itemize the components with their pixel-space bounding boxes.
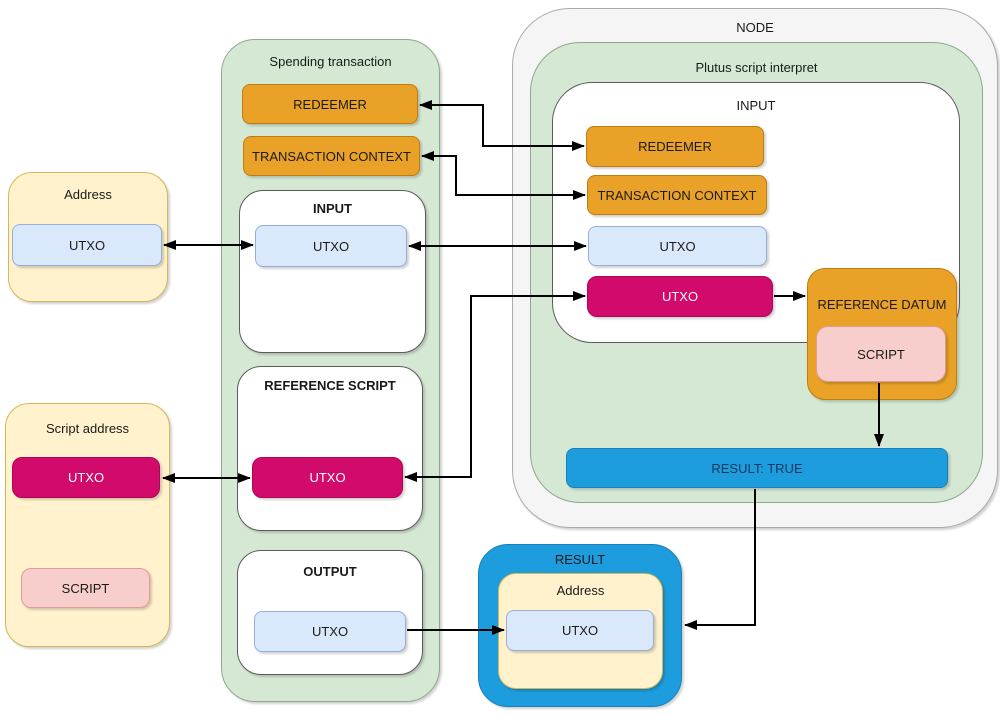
node-transaction-context-label: TRANSACTION CONTEXT (597, 187, 757, 203)
node-wallet-utxo-box: UTXO (588, 226, 767, 266)
result-address-utxo-box: UTXO (506, 610, 654, 651)
result-address-utxo-label: UTXO (561, 623, 599, 638)
spending-reference-script-utxo-box: UTXO (252, 457, 403, 498)
result-true-bar: RESULT: TRUE (566, 448, 948, 488)
spending-reference-script-container: REFERENCE SCRIPT (237, 366, 423, 531)
spending-input-utxo-box: UTXO (255, 225, 407, 267)
spending-output-utxo-box: UTXO (254, 611, 406, 652)
address-utxo-label: UTXO (68, 237, 106, 253)
spending-output-utxo-label: UTXO (311, 624, 349, 639)
script-address-title: Script address (45, 421, 130, 436)
address-title: Address (64, 187, 112, 202)
node-reference-datum-title: REFERENCE DATUM (817, 297, 947, 312)
spending-redeemer-label: REDEEMER (293, 96, 367, 112)
spending-reference-script-title: REFERENCE SCRIPT (264, 378, 396, 393)
spending-output-title: OUTPUT (303, 564, 357, 579)
result-title: RESULT (554, 552, 606, 567)
spending-input-container: INPUT (239, 190, 426, 353)
script-address-script-label: SCRIPT (61, 580, 110, 596)
plutus-script-interpret-title: Plutus script interpret (695, 60, 818, 75)
node-script-utxo-label: UTXO (661, 289, 699, 304)
spending-input-title: INPUT (313, 201, 352, 216)
spending-transaction-title: Spending transaction (269, 54, 392, 69)
node-script-label: SCRIPT (857, 346, 905, 362)
address-utxo-box: UTXO (12, 224, 162, 266)
result-address-title: Address (556, 583, 605, 598)
node-transaction-context-box: TRANSACTION CONTEXT (587, 175, 767, 215)
node-wallet-utxo-label: UTXO (659, 238, 696, 254)
node-title: NODE (736, 20, 774, 35)
spending-transaction-context-box: TRANSACTION CONTEXT (243, 136, 420, 176)
spending-input-utxo-label: UTXO (312, 238, 350, 254)
script-address-container: Script address (5, 403, 170, 647)
node-input-title: INPUT (736, 98, 776, 113)
spending-reference-script-utxo-label: UTXO (309, 470, 346, 485)
script-address-utxo-label: UTXO (67, 470, 105, 485)
result-true-label: RESULT: TRUE (711, 460, 803, 476)
spending-redeemer-box: REDEEMER (242, 84, 418, 124)
script-address-script-box: SCRIPT (21, 568, 150, 608)
spending-transaction-context-label: TRANSACTION CONTEXT (252, 148, 411, 164)
node-script-utxo-box: UTXO (587, 276, 773, 317)
script-address-utxo-box: UTXO (12, 457, 160, 498)
node-redeemer-box: REDEEMER (586, 126, 764, 167)
node-redeemer-label: REDEEMER (638, 139, 712, 154)
node-script-box: SCRIPT (816, 326, 946, 382)
